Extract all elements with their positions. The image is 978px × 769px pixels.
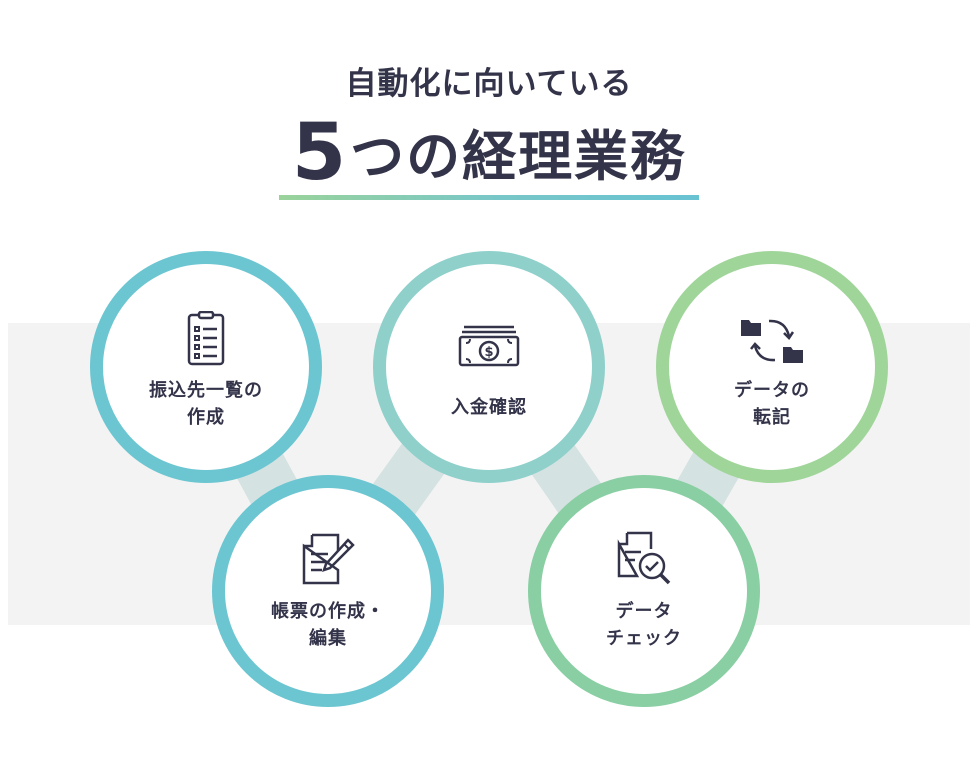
circle-item-4: 帳票の作成・ 編集 xyxy=(212,475,444,707)
title-text: つの経理業務 xyxy=(350,125,687,188)
item-label-line2: チェック xyxy=(606,628,682,649)
item-label-line1: 入金確認 xyxy=(451,397,527,418)
title-underline xyxy=(279,195,699,200)
item-label: データの 転記 xyxy=(669,377,875,431)
circle-item-2: $ 入金確認 xyxy=(373,251,605,483)
item-label-line1: データの xyxy=(734,380,810,401)
svg-text:$: $ xyxy=(484,345,493,360)
item-label-line2: 転記 xyxy=(753,407,791,428)
item-label-line2: 編集 xyxy=(309,628,347,649)
document-search-icon xyxy=(617,531,671,585)
checklist-icon xyxy=(187,311,225,366)
circle-item-1: 振込先一覧の 作成 xyxy=(90,251,322,483)
page-title: 5つの経理業務 xyxy=(0,108,978,198)
document-edit-icon xyxy=(302,533,355,585)
item-label: 帳票の作成・ 編集 xyxy=(225,598,431,652)
item-label-line2: 作成 xyxy=(187,407,225,428)
money-icon: $ xyxy=(458,325,520,367)
folder-transfer-icon xyxy=(741,319,803,363)
subtitle: 自動化に向いている xyxy=(345,66,633,102)
item-label: 振込先一覧の 作成 xyxy=(103,377,309,431)
item-label-line1: 帳票の作成・ xyxy=(271,601,385,622)
title-number: 5 xyxy=(291,108,347,198)
item-label: 入金確認 xyxy=(386,394,592,421)
circle-item-3: データの 転記 xyxy=(656,251,888,483)
item-label-line1: データ xyxy=(615,601,673,622)
item-label: データ チェック xyxy=(541,598,747,652)
circle-item-5: データ チェック xyxy=(528,475,760,707)
item-label-line1: 振込先一覧の xyxy=(149,380,263,401)
